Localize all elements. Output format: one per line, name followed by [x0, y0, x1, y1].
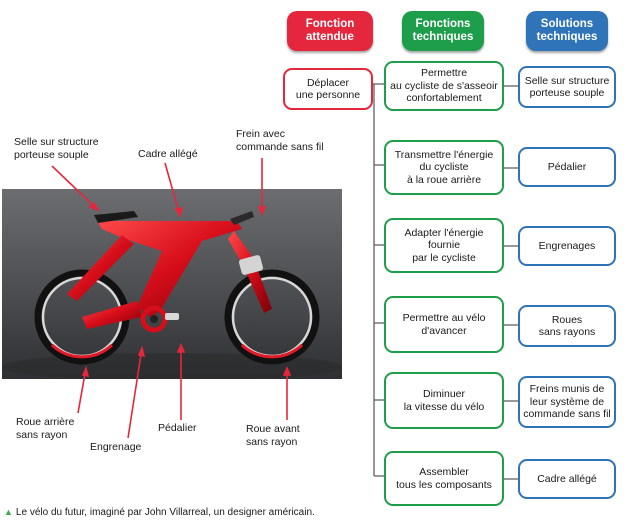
technical-function-text: Permettre au cycliste de s'asseoir confo…: [390, 67, 498, 105]
figure-caption-text: Le vélo du futur, imaginé par John Villa…: [15, 507, 315, 518]
technical-solution-text: Selle sur structure porteuse souple: [524, 74, 610, 100]
header-function-expected-text: Fonction attendue: [305, 18, 355, 43]
label-seat: Selle sur structure porteuse souple: [14, 136, 99, 161]
label-rear-wheel: Roue arrière sans rayon: [16, 416, 75, 441]
label-front-wheel: Roue avant sans rayon: [246, 423, 300, 448]
label-pedals: Pédalier: [158, 422, 197, 434]
technical-solution-box: Roues sans rayons: [518, 305, 616, 347]
label-frame: Cadre allégé: [138, 148, 198, 160]
triangle-icon: ▲: [4, 507, 13, 517]
technical-function-box: Adapter l'énergie fournie par le cyclist…: [384, 218, 504, 273]
technical-solution-text: Cadre allégé: [537, 472, 597, 485]
technical-function-text: Diminuer la vitesse du vélo: [403, 388, 485, 413]
technical-solution-box: Cadre allégé: [518, 459, 616, 499]
technical-function-box: Permettre au vélo d'avancer: [384, 296, 504, 353]
figure-caption: ▲Le vélo du futur, imaginé par John Vill…: [4, 507, 315, 518]
main-function-box: Déplacer une personne: [283, 68, 373, 110]
header-technical-functions-text: Fonctions techniques: [412, 18, 474, 43]
label-brake: Frein avec commande sans fil: [236, 128, 324, 153]
technical-solution-box: Freins munis de leur système de commande…: [518, 376, 616, 428]
header-technical-solutions: Solutions techniques: [526, 11, 608, 51]
bicycle-photo: [2, 189, 342, 379]
technical-function-box: Transmettre l'énergie du cycliste à la r…: [384, 140, 504, 195]
technical-solution-text: Freins munis de leur système de commande…: [523, 383, 611, 421]
technical-function-text: Permettre au vélo d'avancer: [402, 312, 486, 337]
technical-function-text: Adapter l'énergie fournie par le cyclist…: [404, 226, 484, 264]
main-function-text: Déplacer une personne: [295, 76, 361, 102]
technical-solution-text: Pédalier: [547, 160, 587, 173]
header-technical-solutions-text: Solutions techniques: [536, 18, 598, 43]
technical-solution-text: Roues sans rayons: [538, 313, 596, 339]
technical-function-text: Transmettre l'énergie du cycliste à la r…: [394, 148, 494, 186]
technical-function-box: Diminuer la vitesse du vélo: [384, 372, 504, 429]
label-gearing: Engrenage: [90, 441, 142, 453]
technical-function-box: Permettre au cycliste de s'asseoir confo…: [384, 61, 504, 111]
technical-function-text: Assembler tous les composants: [396, 466, 492, 491]
header-function-expected: Fonction attendue: [287, 11, 373, 51]
header-technical-functions: Fonctions techniques: [402, 11, 484, 51]
technical-solution-box: Engrenages: [518, 226, 616, 266]
technical-solution-text: Engrenages: [538, 239, 596, 252]
technical-solution-box: Pédalier: [518, 147, 616, 187]
technical-function-box: Assembler tous les composants: [384, 451, 504, 506]
technical-solution-box: Selle sur structure porteuse souple: [518, 66, 616, 108]
